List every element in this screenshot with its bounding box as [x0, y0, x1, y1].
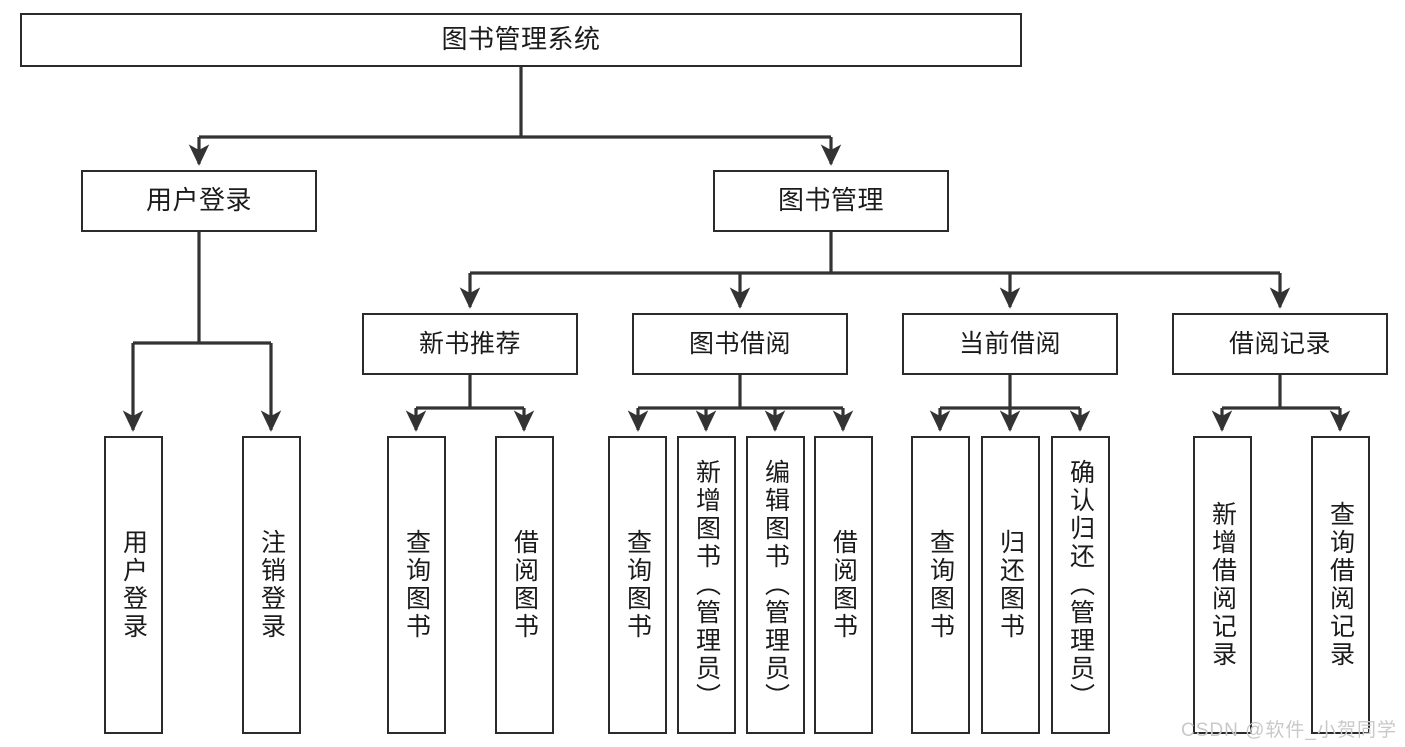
leaf-current-confirm-return-admin[interactable]: 确认归还（管理员） — [1051, 436, 1110, 734]
node-label: 新增借阅记录 — [1208, 501, 1237, 669]
leaf-borrow-borrow-book[interactable]: 借阅图书 — [814, 436, 873, 734]
leaf-new-book-query[interactable]: 查询图书 — [387, 436, 446, 734]
leaf-user-login-logout[interactable]: 注销登录 — [242, 436, 301, 734]
node-label: 新增图书（管理员） — [692, 459, 721, 711]
leaf-borrow-add-book-admin[interactable]: 新增图书（管理员） — [677, 436, 736, 734]
node-label: 查询图书 — [623, 529, 652, 641]
node-label: 当前借阅 — [958, 329, 1061, 358]
leaf-current-query-book[interactable]: 查询图书 — [911, 436, 970, 734]
leaf-borrow-edit-book-admin[interactable]: 编辑图书（管理员） — [746, 436, 805, 734]
node-label: 注销登录 — [257, 529, 286, 641]
leaf-record-add-record[interactable]: 新增借阅记录 — [1193, 436, 1252, 734]
node-book-management[interactable]: 图书管理 — [713, 170, 949, 232]
node-user-login[interactable]: 用户登录 — [81, 170, 317, 232]
node-label: 归还图书 — [996, 529, 1025, 641]
node-label: 新书推荐 — [418, 329, 521, 358]
node-label: 借阅图书 — [510, 529, 539, 641]
node-new-book-recommend[interactable]: 新书推荐 — [362, 313, 578, 375]
node-label: 确认归还（管理员） — [1066, 459, 1095, 711]
node-borrow-record[interactable]: 借阅记录 — [1172, 313, 1388, 375]
node-label: 查询图书 — [402, 529, 431, 641]
leaf-record-query-record[interactable]: 查询借阅记录 — [1311, 436, 1370, 734]
node-book-borrow[interactable]: 图书借阅 — [632, 313, 848, 375]
node-label: 借阅图书 — [829, 529, 858, 641]
node-label: 用户登录 — [145, 185, 252, 216]
leaf-user-login-login[interactable]: 用户登录 — [104, 436, 163, 734]
node-label: 查询图书 — [926, 529, 955, 641]
node-label: 查询借阅记录 — [1326, 501, 1355, 669]
node-current-borrow[interactable]: 当前借阅 — [902, 313, 1118, 375]
leaf-current-return-book[interactable]: 归还图书 — [981, 436, 1040, 734]
node-label: 编辑图书（管理员） — [761, 459, 790, 711]
leaf-borrow-query-book[interactable]: 查询图书 — [608, 436, 667, 734]
node-label: 用户登录 — [119, 529, 148, 641]
node-label: 借阅记录 — [1228, 329, 1331, 358]
node-label: 图书管理系统 — [441, 24, 601, 55]
node-label: 图书借阅 — [688, 329, 791, 358]
node-book-management-system[interactable]: 图书管理系统 — [20, 13, 1022, 67]
node-label: 图书管理 — [777, 185, 884, 216]
watermark: CSDN @软件_小贺同学 — [1181, 720, 1397, 741]
leaf-new-book-borrow[interactable]: 借阅图书 — [495, 436, 554, 734]
